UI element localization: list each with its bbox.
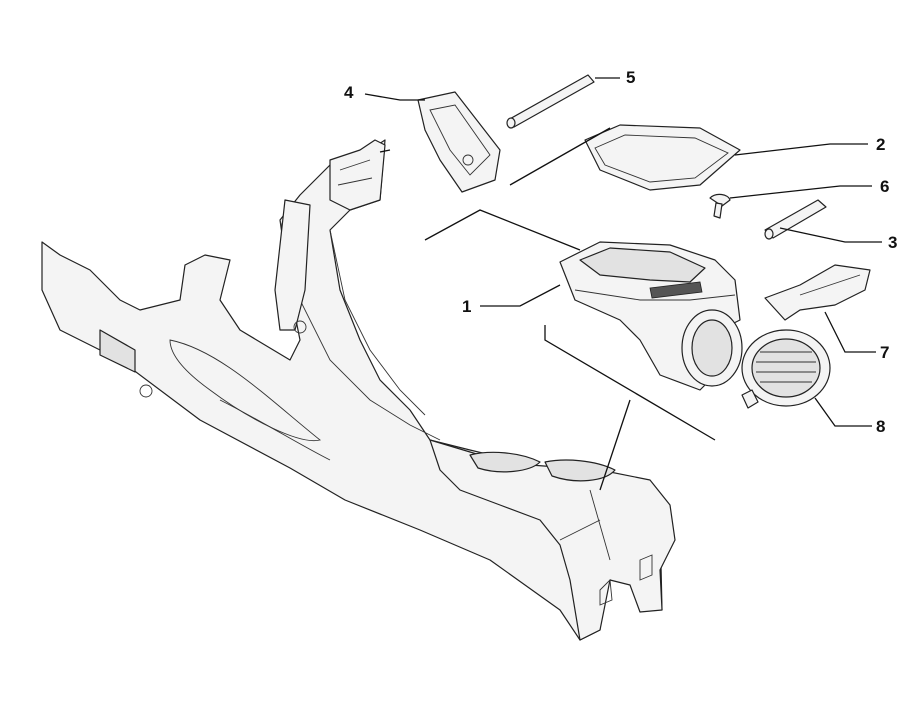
callout-label-3: 3 [888,233,897,252]
storage-box-part-1 [559,241,743,391]
callout-leaders [364,77,882,427]
callout-label-8: 8 [876,417,885,436]
screw-part-6 [709,193,731,219]
leader-8 [814,397,872,427]
leader-4 [364,93,425,101]
callout-label-7: 7 [880,343,889,362]
callout-label-6: 6 [880,177,889,196]
leader-2 [734,143,868,156]
assembly-guide-lines [379,127,716,491]
cover-plate-part-7 [764,264,871,321]
leader-3 [779,227,882,243]
lid-part-2 [584,124,741,191]
leader-1 [480,284,561,307]
callout-label-5: 5 [626,68,635,87]
callout-label-2: 2 [876,135,885,154]
callout-label-4: 4 [344,83,354,102]
leader-6 [729,185,872,199]
callout-label-1: 1 [462,297,471,316]
bracket-part-4 [417,91,501,193]
pin-part-3 [764,199,827,240]
center-console-body [41,139,676,641]
air-vent-part-8 [741,329,831,409]
callout-labels: 1 2 3 4 5 6 7 8 [344,68,897,436]
leader-7 [824,311,876,353]
rod-part-5 [506,74,595,129]
